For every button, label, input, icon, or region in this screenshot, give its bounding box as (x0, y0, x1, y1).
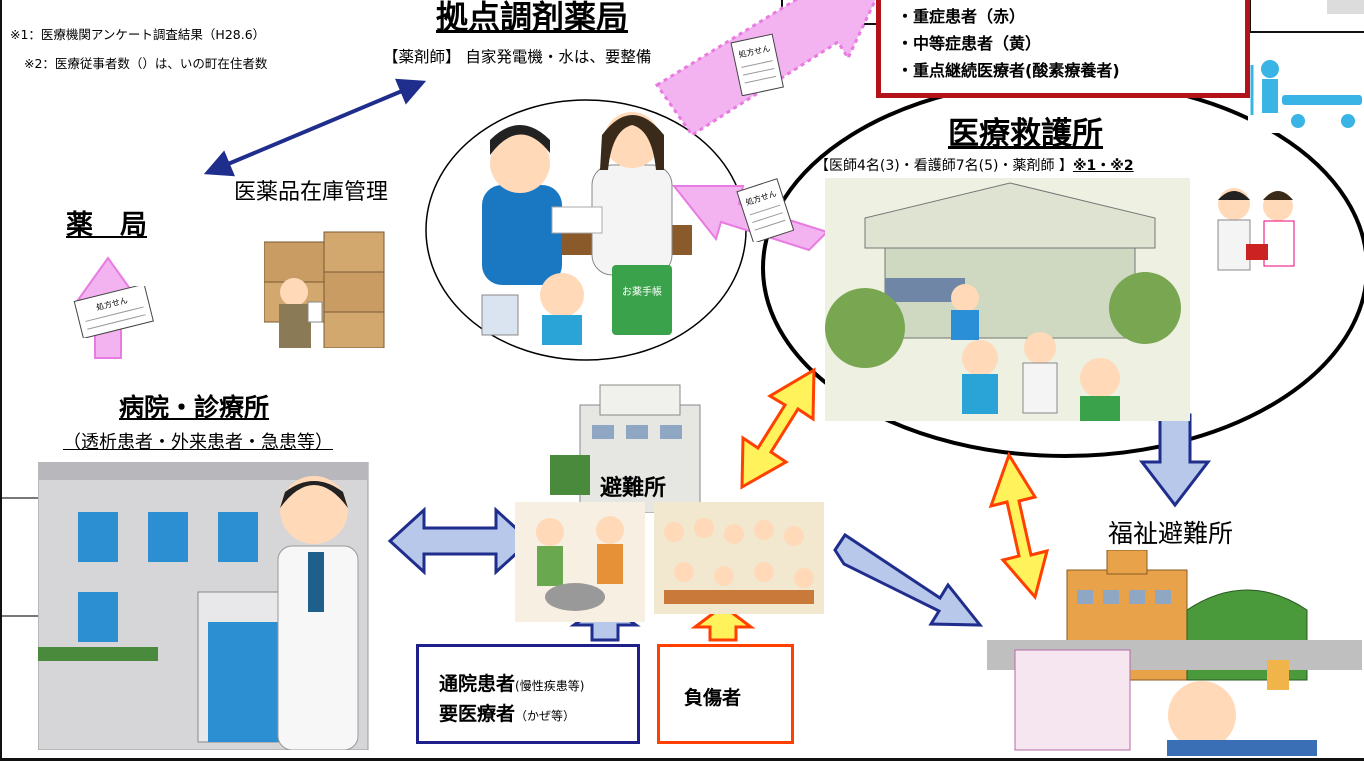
medical-needs-note: （かぜ等） (515, 709, 576, 723)
shelter-crowd-illustration (654, 502, 824, 614)
stock-management-illustration (264, 222, 394, 348)
prescription-slip-top: 処方せん (728, 32, 786, 96)
aid-station-scene-illustration (825, 178, 1190, 421)
pharmacy-hub-subtitle: 【薬剤師】 自家発電機・水は、要整備 (383, 48, 652, 66)
aid-station-staff-text: 【医師4名(3)・看護師7名(5)・薬剤師 】 (815, 158, 1073, 174)
staff-note-2: ※2：医療従事者数（）は、いの町在住者数 (24, 56, 268, 71)
triage-box: ・重症患者（赤） ・中等症患者（黄） ・重点継続医療者(酸素療養者) (876, 0, 1250, 98)
outpatients-box: 通院患者(慢性疾患等) 要医療者（かぜ等） (416, 644, 640, 744)
hospital-title: 病院・診療所 (119, 393, 270, 422)
pharmacist-scene-illustration: お薬手帳 (472, 95, 712, 345)
aid-station-staff-notes: ※1・※2 (1072, 158, 1134, 174)
aid-station-staff: 【医師4名(3)・看護師7名(5)・薬剤師 】※1・※2 (815, 155, 1134, 175)
outpatients-line-2: 要医療者（かぜ等） (439, 699, 575, 726)
welfare-shelter-label: 福祉避難所 (1108, 519, 1234, 548)
triage-line-severe: ・重症患者（赤） (897, 7, 1026, 26)
injured-up-arrow (690, 604, 756, 642)
aid-station-title: 医療救護所 (948, 116, 1103, 152)
triage-line-continuing-care: ・重点継続医療者(酸素療養者) (897, 61, 1120, 80)
stock-management-label: 医薬品在庫管理 (234, 180, 389, 205)
hospital-frame (2, 497, 43, 617)
prescription-slip-left: 処方せん (70, 286, 160, 338)
pharmacy-title: 薬 局 (66, 210, 147, 241)
stretcher-icon (1248, 55, 1364, 133)
hospital-illustration (38, 462, 383, 750)
triage-line-moderate: ・中等症患者（黄） (897, 34, 1042, 53)
survey-note-1: ※1：医療機関アンケート調査結果（H28.6） (10, 27, 266, 42)
injured-label: 負傷者 (684, 687, 742, 709)
outpatients-main: 通院患者 (439, 673, 516, 695)
outpatients-line-1: 通院患者(慢性疾患等) (439, 669, 584, 696)
doctor-nurse-illustration (1206, 182, 1306, 274)
shelter-aid-yellow-arrow (740, 367, 816, 490)
welfare-shelter-illustration (987, 550, 1362, 756)
hospital-subtitle: （透析患者・外来患者・急患等） (63, 432, 333, 453)
aid-welfare-down-arrow (1138, 413, 1212, 508)
outpatients-note: (慢性疾患等) (515, 679, 585, 693)
hub-pharmacy-arrow (203, 78, 427, 177)
shelter-label: 避難所 (600, 476, 667, 501)
shelter-building-illustration (550, 375, 720, 513)
notebook-label: お薬手帳 (622, 285, 662, 298)
injured-box: 負傷者 (657, 644, 794, 744)
shelter-cooking-illustration (515, 502, 645, 622)
shelter-welfare-arrow (833, 532, 984, 627)
aid-welfare-yellow-arrow (988, 451, 1050, 601)
hospital-shelter-arrow (387, 506, 533, 576)
prescription-slip-middle: 処方せん (736, 178, 794, 242)
pharmacy-hub-title: 拠点調剤薬局 (436, 0, 629, 36)
medical-needs-main: 要医療者 (439, 703, 516, 725)
